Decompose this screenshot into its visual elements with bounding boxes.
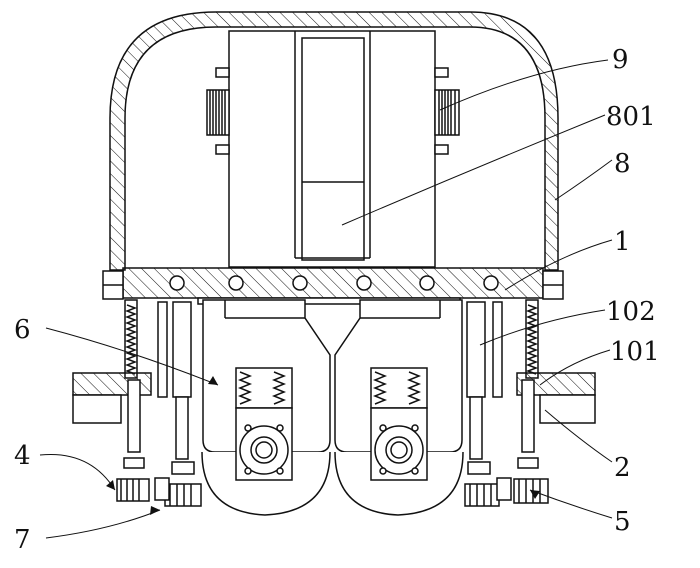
- wheel-assembly-right: [334, 299, 464, 516]
- wheel-assembly-left: [201, 299, 331, 516]
- leader-1: [504, 239, 613, 291]
- leader-7: [45, 509, 161, 539]
- side-plate-right: [516, 372, 596, 424]
- motor-box: [228, 30, 436, 268]
- leader-801: [341, 114, 606, 226]
- label-101: 101: [610, 337, 660, 367]
- base-plate: [102, 267, 564, 305]
- leader-101: [539, 349, 611, 386]
- leader-2: [544, 409, 613, 463]
- coil-left: [206, 67, 230, 155]
- leader-6: [45, 327, 219, 386]
- struts: [127, 301, 535, 460]
- label-1: 1: [614, 227, 631, 257]
- label-8: 8: [614, 149, 631, 179]
- leader-arrowheads: [106, 376, 540, 515]
- leader-102: [479, 309, 606, 346]
- label-2: 2: [614, 453, 631, 483]
- label-801: 801: [606, 102, 656, 132]
- label-4: 4: [14, 441, 31, 471]
- coil-right: [434, 67, 460, 155]
- label-9: 9: [612, 45, 629, 75]
- label-6: 6: [14, 315, 31, 345]
- leader-lines: [39, 59, 613, 539]
- leader-5: [529, 489, 613, 519]
- brush-head-left-outer: [116, 457, 150, 502]
- brush-head-right-inner: [464, 461, 512, 507]
- label-7: 7: [14, 525, 31, 555]
- label-5: 5: [614, 507, 631, 537]
- label-102: 102: [606, 297, 656, 327]
- leader-8: [554, 159, 613, 201]
- brush-head-left-inner: [154, 461, 202, 507]
- leader-4: [39, 453, 116, 491]
- leader-9: [439, 59, 609, 111]
- brush-head-right-outer: [513, 457, 549, 504]
- housing-shell: [109, 11, 559, 271]
